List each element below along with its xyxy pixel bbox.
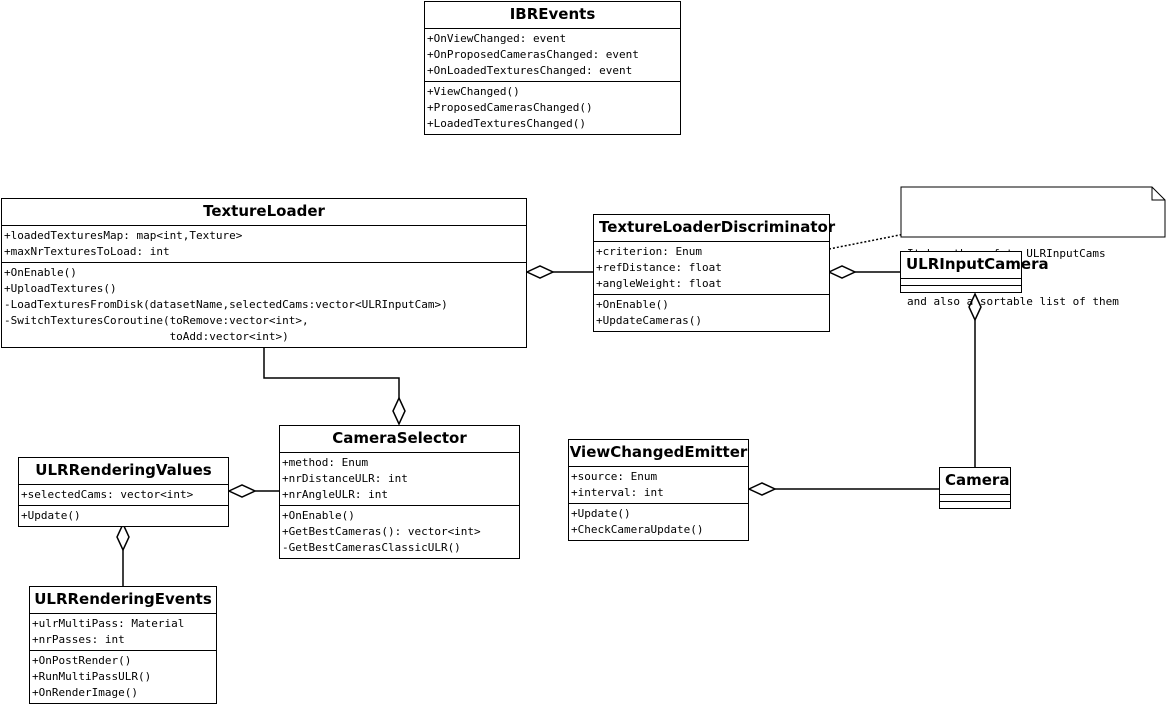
attribute: +loadedTexturesMap: map<int,Texture> <box>4 229 243 242</box>
attribute: +selectedCams: vector<int> <box>21 488 194 501</box>
aggregation-renderingvalues-cameraselector <box>227 484 279 498</box>
attribute: +source: Enum <box>571 470 658 483</box>
attribute: +criterion: Enum <box>596 245 702 258</box>
method: +LoadedTexturesChanged() <box>427 117 586 130</box>
attribute: +nrAngleULR: int <box>282 488 388 501</box>
method: +OnEnable() <box>282 509 355 522</box>
methods-section: +Update() <box>19 506 228 526</box>
aggregation-discriminator-ulrinputcamera <box>827 265 900 279</box>
attributes-section <box>940 495 1010 502</box>
attributes-section: +ulrMultiPass: Material +nrPasses: int <box>30 614 216 651</box>
aggregation-textureloader-discriminator <box>525 265 593 279</box>
class-camera: Camera <box>939 467 1011 509</box>
methods-section <box>901 286 1021 292</box>
class-ulrrenderingvalues: ULRRenderingValues +selectedCams: vector… <box>18 457 229 527</box>
method: -LoadTexturesFromDisk(datasetName,select… <box>4 298 448 311</box>
attributes-section: +criterion: Enum +refDistance: float +an… <box>594 242 829 295</box>
methods-section: +OnEnable() +GetBestCameras(): vector<in… <box>280 506 519 558</box>
methods-section: +Update() +CheckCameraUpdate() <box>569 504 748 540</box>
attribute: +nrPasses: int <box>32 633 125 646</box>
attribute: +angleWeight: float <box>596 277 722 290</box>
methods-section: +OnEnable() +UpdateCameras() <box>594 295 829 331</box>
class-cameraselector: CameraSelector +method: Enum +nrDistance… <box>279 425 520 559</box>
attribute: +OnLoadedTexturesChanged: event <box>427 64 633 77</box>
attribute: +nrDistanceULR: int <box>282 472 408 485</box>
attribute: +refDistance: float <box>596 261 722 274</box>
class-name: ULRRenderingEvents <box>30 587 216 614</box>
method: +OnRenderImage() <box>32 686 138 699</box>
class-name: TextureLoaderDiscriminator <box>594 215 835 242</box>
class-name: CameraSelector <box>280 426 519 453</box>
note-shape <box>900 186 1166 238</box>
method: -SwitchTexturesCoroutine(toRemove:vector… <box>4 314 309 327</box>
attribute: +maxNrTexturesToLoad: int <box>4 245 170 258</box>
class-name: IBREvents <box>425 2 680 29</box>
attributes-section: +selectedCams: vector<int> <box>19 485 228 506</box>
attributes-section: +loadedTexturesMap: map<int,Texture> +ma… <box>2 226 526 263</box>
method: +ProposedCamerasChanged() <box>427 101 593 114</box>
method: +OnPostRender() <box>32 654 132 667</box>
method: -GetBestCamerasClassicULR() <box>282 541 461 554</box>
attributes-section: +method: Enum +nrDistanceULR: int +nrAng… <box>280 453 519 506</box>
attributes-section: +OnViewChanged: event +OnProposedCameras… <box>425 29 680 82</box>
method: toAdd:vector<int>) <box>4 330 289 343</box>
method: +RunMultiPassULR() <box>32 670 152 683</box>
attribute: +ulrMultiPass: Material <box>32 617 185 630</box>
note-line: and also a sortable list of them <box>907 295 1119 308</box>
class-name: ULRInputCamera <box>901 252 1049 279</box>
methods-section: +OnPostRender() +RunMultiPassULR() +OnRe… <box>30 651 216 703</box>
aggregation-cameraselector-textureloader <box>263 347 406 426</box>
methods-section: +OnEnable() +UploadTextures() -LoadTextu… <box>2 263 526 347</box>
method: +UpdateCameras() <box>596 314 702 327</box>
attribute: +OnProposedCamerasChanged: event <box>427 48 639 61</box>
class-name: Camera <box>940 468 1010 495</box>
attribute: +interval: int <box>571 486 664 499</box>
class-ulrrenderingevents: ULRRenderingEvents +ulrMultiPass: Materi… <box>29 586 217 704</box>
methods-section <box>940 502 1010 508</box>
class-name: TextureLoader <box>2 199 526 226</box>
aggregation-ulrinputcamera-camera <box>968 292 982 467</box>
aggregation-viewchangedemitter-camera <box>747 482 939 496</box>
method: +CheckCameraUpdate() <box>571 523 704 536</box>
comment-note: It has the ref to ULRInputCams and also … <box>900 186 1166 308</box>
method: +Update() <box>21 509 81 522</box>
class-textureloaderdiscriminator: TextureLoaderDiscriminator +criterion: E… <box>593 214 835 332</box>
class-ulrinputcamera: ULRInputCamera <box>900 251 1049 293</box>
method: +GetBestCameras(): vector<int> <box>282 525 481 538</box>
attributes-section: +source: Enum +interval: int <box>569 467 748 504</box>
class-textureloader: TextureLoader +loadedTexturesMap: map<in… <box>1 198 527 348</box>
method: +OnEnable() <box>596 298 669 311</box>
method: +OnEnable() <box>4 266 77 279</box>
class-name: ULRRenderingValues <box>19 458 228 485</box>
method: +UploadTextures() <box>4 282 117 295</box>
methods-section: +ViewChanged() +ProposedCamerasChanged()… <box>425 82 680 134</box>
method: +ViewChanged() <box>427 85 520 98</box>
class-name: ViewChangedEmitter <box>569 440 748 467</box>
aggregation-renderingvalues-renderingevents <box>116 522 130 586</box>
attributes-section <box>901 279 1021 286</box>
attribute: +method: Enum <box>282 456 369 469</box>
method: +Update() <box>571 507 631 520</box>
attribute: +OnViewChanged: event <box>427 32 567 45</box>
class-viewchangedemitter: ViewChangedEmitter +source: Enum +interv… <box>568 439 749 541</box>
class-ibrevents: IBREvents +OnViewChanged: event +OnPropo… <box>424 1 681 135</box>
